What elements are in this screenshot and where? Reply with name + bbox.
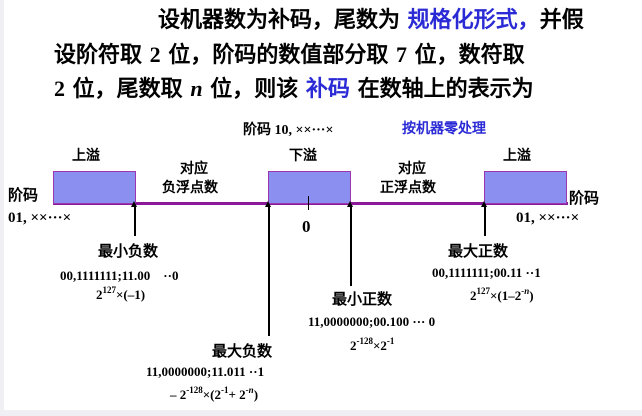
underflow-exponent-label: 阶码 10, ××···× xyxy=(243,123,334,138)
negative-region-line2: 负浮点数 xyxy=(162,180,218,196)
intro-text: 设阶符取 xyxy=(54,43,150,68)
intro-line-2: 设阶符取 2 位，阶码的数值部分取 7 位，数符取 xyxy=(54,38,642,73)
left-exponent-value: 01, ××···× xyxy=(8,210,72,226)
max-negative-value: – 2-128×(2-1+ 2-n) xyxy=(170,385,259,403)
intro-text: 位，阶码的数值部分取 xyxy=(160,43,396,68)
min-positive-code: 11,0000000;00.100 ··· 0 xyxy=(308,314,436,329)
min-positive-value: 2-128×2-1 xyxy=(350,336,395,354)
arrow-min-positive xyxy=(347,201,353,286)
underflow-label: 下溢 xyxy=(289,148,317,164)
intro-text: 并假 xyxy=(539,8,584,33)
intro-text: 位，数符取 xyxy=(407,43,525,68)
left-overflow-region xyxy=(53,171,136,204)
intro-number: 2 xyxy=(149,42,161,67)
intro-text: 位，尾数取 xyxy=(65,77,191,102)
arrow-max-positive xyxy=(481,201,487,236)
zero-tick xyxy=(308,196,309,210)
intro-text: 位，则该 xyxy=(202,77,306,102)
right-overflow-label: 上溢 xyxy=(503,148,531,164)
max-negative-title: 最大负数 xyxy=(212,342,273,360)
intro-number: 2 xyxy=(54,76,65,101)
min-negative-title: 最小负数 xyxy=(98,242,159,260)
arrow-min-negative xyxy=(131,201,137,236)
right-overflow-region xyxy=(484,171,567,204)
negative-region-line1: 对应 xyxy=(180,161,208,177)
max-negative-code: 11,0000000;11.011 ··1 xyxy=(146,364,265,379)
intro-text: 在数轴上的表示为 xyxy=(349,77,534,102)
max-positive-title: 最大正数 xyxy=(448,242,509,260)
underflow-region xyxy=(268,171,351,204)
intro-line-1: 设机器数为补码，尾数为 规格化形式，并假 xyxy=(158,4,642,38)
left-overflow-label: 上溢 xyxy=(72,148,100,164)
positive-region-line1: 对应 xyxy=(398,161,426,177)
left-exponent-label: 阶码 xyxy=(8,186,39,204)
intro-line-3: 2 位，尾数取 n 位，则该 补码 在数轴上的表示为 xyxy=(54,72,642,107)
highlight-normalized-form: 规格化形式， xyxy=(407,8,540,33)
positive-region-line2: 正浮点数 xyxy=(380,180,436,196)
min-negative-code: 00,1111111;11.00 ··0 xyxy=(60,268,179,283)
min-positive-title: 最小正数 xyxy=(332,290,393,308)
intro-text: 设机器数为补码，尾数为 xyxy=(158,8,408,33)
min-negative-value: 2127×(–1) xyxy=(96,285,146,303)
highlight-complement: 补码 xyxy=(305,77,350,102)
arrow-max-negative xyxy=(265,201,271,336)
intro-variable: n xyxy=(190,76,203,101)
right-exponent-label: 阶码 xyxy=(569,189,600,207)
slide xyxy=(4,0,642,410)
max-positive-code: 00,1111111;00.11 ··1 xyxy=(432,265,541,280)
right-exponent-value: 01, ××···× xyxy=(516,210,580,226)
machine-zero-note: 按机器零处理 xyxy=(402,121,486,137)
intro-number: 7 xyxy=(396,42,407,67)
max-positive-value: 2127×(1–2-n) xyxy=(470,286,534,304)
zero-label: 0 xyxy=(302,217,311,236)
